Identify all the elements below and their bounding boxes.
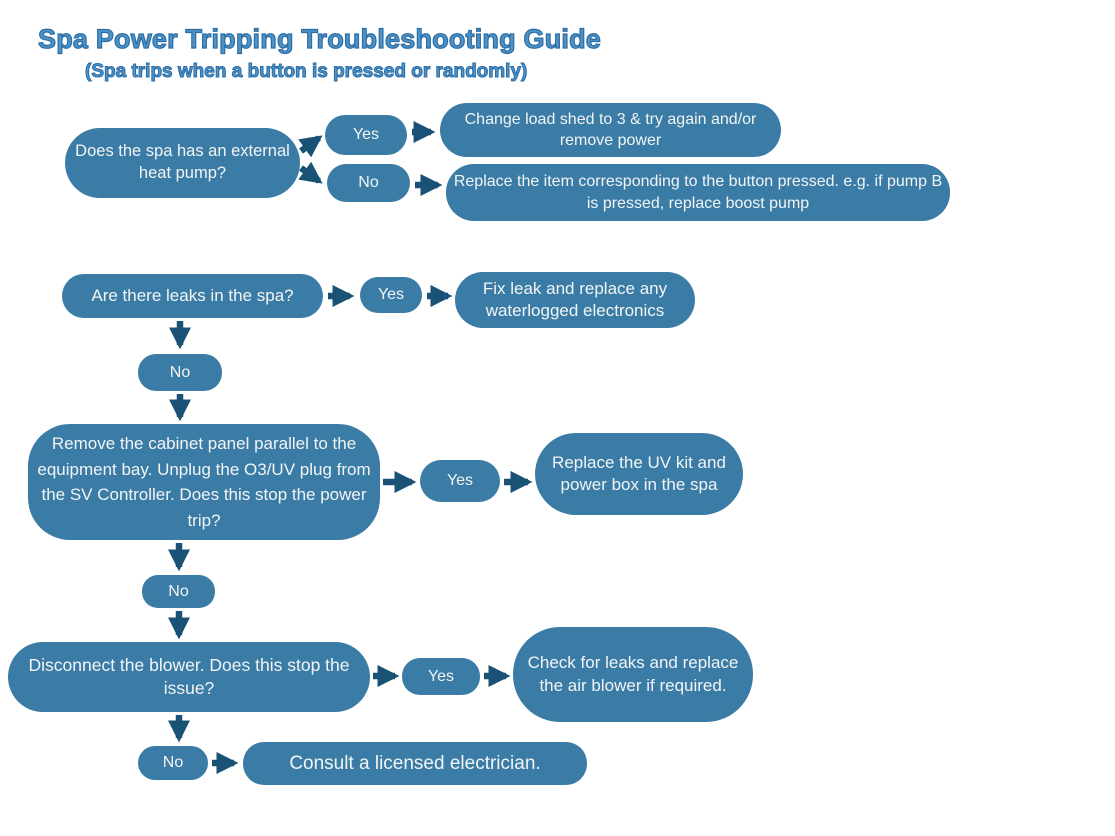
node-action-change-load-shed: Change load shed to 3 & try again and/or…	[440, 103, 781, 157]
node-no-blower: No	[138, 746, 208, 780]
node-yes-leaks: Yes	[360, 277, 422, 313]
arrow-q1-yes1	[298, 135, 323, 158]
node-action-replace-air-blower: Check for leaks and replace the air blow…	[513, 627, 753, 722]
node-action-replace-item: Replace the item corresponding to the bu…	[446, 164, 950, 221]
node-no-heat-pump: No	[327, 164, 410, 202]
node-no-leaks: No	[138, 354, 222, 391]
node-question-disconnect-blower: Disconnect the blower. Does this stop th…	[8, 642, 370, 712]
node-yes-heat-pump: Yes	[325, 115, 407, 155]
arrow-q1-no1	[298, 161, 323, 184]
node-yes-o3uv: Yes	[420, 460, 500, 502]
node-question-leaks: Are there leaks in the spa?	[62, 274, 323, 318]
node-action-fix-leak: Fix leak and replace any waterlogged ele…	[455, 272, 695, 328]
node-no-o3uv: No	[142, 575, 215, 608]
node-action-consult-electrician: Consult a licensed electrician.	[243, 742, 587, 785]
node-yes-blower: Yes	[402, 658, 480, 695]
node-question-unplug-o3uv: Remove the cabinet panel parallel to the…	[28, 424, 380, 540]
node-question-external-heat-pump: Does the spa has an external heat pump?	[65, 128, 300, 198]
page-subtitle: (Spa trips when a button is pressed or r…	[84, 61, 528, 83]
page-title: Spa Power Tripping Troubleshooting Guide	[37, 23, 602, 54]
node-action-replace-uv-kit: Replace the UV kit and power box in the …	[535, 433, 743, 515]
